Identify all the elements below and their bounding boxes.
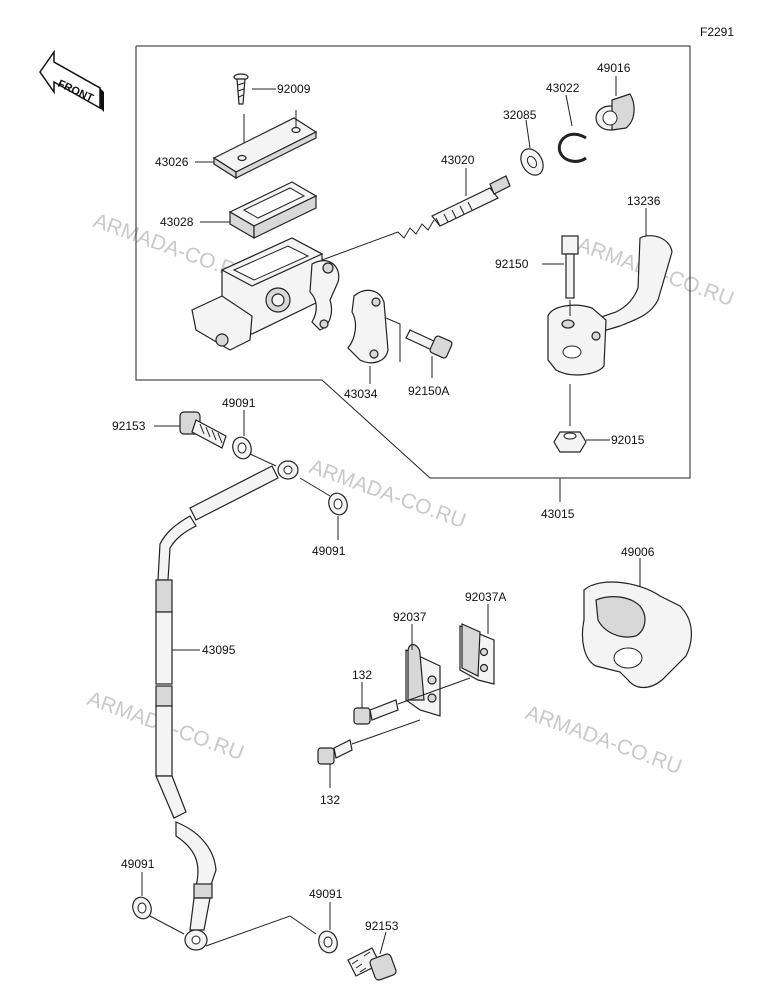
nut-92015 <box>553 384 610 453</box>
label-49091-d: 49091 <box>309 887 343 901</box>
cap-43026 <box>195 110 318 180</box>
label-43020: 43020 <box>441 153 475 167</box>
label-92153-top: 92153 <box>112 419 146 433</box>
master-cylinder-body <box>191 237 340 351</box>
banjo-bolt-92153-top <box>154 411 227 449</box>
watermark-3: ARMADA-CO.RU <box>306 455 468 533</box>
label-49091-c: 49091 <box>121 857 155 871</box>
watermark-5: ARMADA-CO.RU <box>522 701 684 779</box>
label-92150: 92150 <box>495 257 529 271</box>
washer-49091-d <box>205 902 338 954</box>
label-43028: 43028 <box>160 215 194 229</box>
boot-49016 <box>595 76 635 131</box>
label-92153-bottom: 92153 <box>365 919 399 933</box>
front-arrow-icon: FRONT <box>39 49 104 112</box>
washer-49091-b <box>299 477 348 540</box>
diagram-code: F2291 <box>700 25 734 39</box>
piston-43020 <box>321 168 511 261</box>
label-92015: 92015 <box>611 433 645 447</box>
clamp-43034 <box>347 289 389 384</box>
bolt-132-a <box>353 677 471 725</box>
washer-32085 <box>520 119 544 176</box>
label-92009: 92009 <box>277 82 311 96</box>
label-132-b: 132 <box>320 793 340 807</box>
label-49091-b: 49091 <box>312 544 346 558</box>
bracket-92037 <box>405 624 441 717</box>
bolt-132-b <box>317 719 421 788</box>
label-43026: 43026 <box>155 155 189 169</box>
label-49006: 49006 <box>621 545 655 559</box>
assembly-border <box>135 45 691 479</box>
bracket-92037A <box>459 604 495 685</box>
label-49091-a: 49091 <box>222 396 256 410</box>
label-43095: 43095 <box>202 643 236 657</box>
label-32085: 32085 <box>503 108 537 122</box>
label-92037: 92037 <box>393 610 427 624</box>
label-92037A: 92037A <box>465 590 506 604</box>
label-49016: 49016 <box>597 61 631 75</box>
washer-49091-a <box>232 410 252 460</box>
label-43034: 43034 <box>344 387 378 401</box>
banjo-bolt-92153-bottom <box>347 931 397 981</box>
label-92150A: 92150A <box>408 384 449 398</box>
bolt-92150A <box>385 317 453 378</box>
label-43015: 43015 <box>541 507 575 521</box>
circlip-43022 <box>557 94 587 163</box>
switch-housing-49006 <box>581 558 692 689</box>
screw-92009 <box>233 73 276 150</box>
label-13236: 13236 <box>627 194 661 208</box>
washer-49091-c <box>132 872 185 935</box>
lever-13236 <box>547 208 673 376</box>
diaphragm-43028 <box>200 181 318 240</box>
brake-hose-43095 <box>155 453 299 951</box>
label-132-a: 132 <box>352 668 372 682</box>
bolt-92150 <box>542 235 579 316</box>
label-43022: 43022 <box>546 81 580 95</box>
